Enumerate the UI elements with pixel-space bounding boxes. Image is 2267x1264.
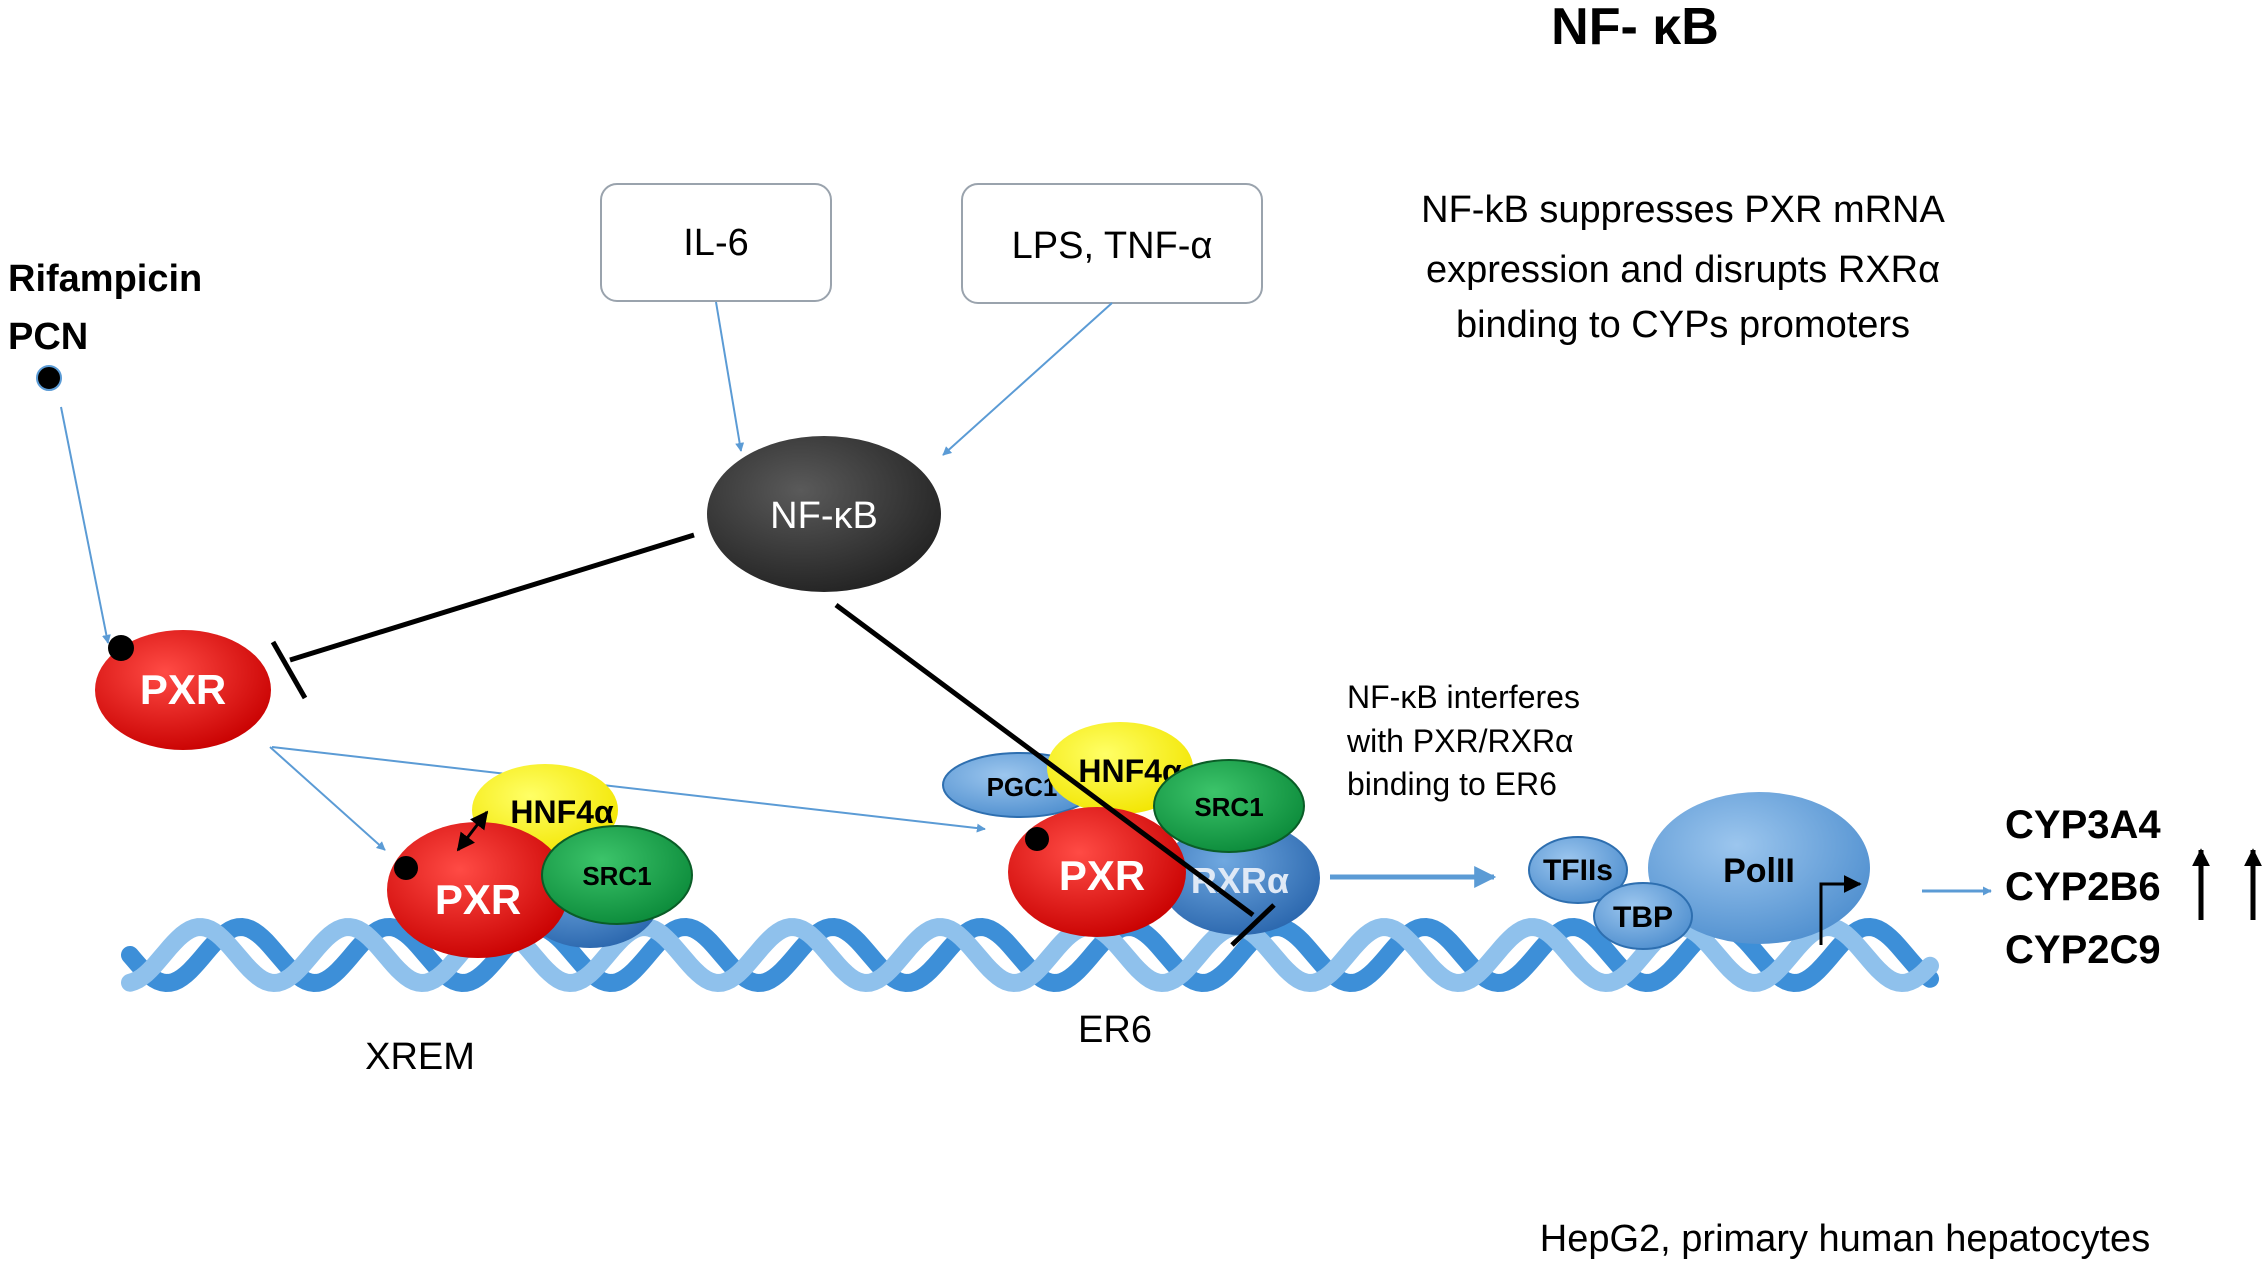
- tfiis: [1528, 836, 1628, 904]
- annotation-suppression-line1: NF-kB suppresses PXR mRNA: [1421, 189, 1945, 231]
- lps-tnf-label: LPS, TNF-α: [1012, 225, 1213, 267]
- tbp: [1593, 882, 1693, 950]
- xrem-pxr-label: PXR: [435, 876, 521, 923]
- il6-box: IL-6: [600, 183, 832, 302]
- annotation-suppression: NF-kB suppresses PXR mRNA expression and…: [1421, 189, 1945, 346]
- pxr-free: PXR: [95, 630, 271, 750]
- annotation-interference-line1: NF-κB interferes: [1347, 679, 1580, 715]
- lps-to-nfkb-arrow: [942, 302, 1113, 456]
- tbp-label: TBP: [1613, 901, 1673, 934]
- xrem-complex: HNF4α PXR SRC1: [387, 764, 693, 958]
- ligand-pcn: PCN: [8, 316, 88, 358]
- lps-tnf-box: LPS, TNF-α: [961, 183, 1263, 304]
- pxr-free-label: PXR: [140, 666, 226, 713]
- nfkb-inhibits-er6: [834, 602, 1276, 947]
- ligand-to-pxr-arrow: [60, 406, 111, 644]
- er6-src1-label: SRC1: [1194, 792, 1263, 822]
- annotation-interference-line3: binding to ER6: [1347, 766, 1557, 802]
- gene-cyp3a4: CYP3A4: [2005, 803, 2161, 847]
- annotation-interference-line2: with PXR/RXRα: [1346, 723, 1574, 759]
- xrem-pxr: [387, 822, 569, 958]
- ligand-rifampicin: Rifampicin: [8, 258, 202, 300]
- er6-src1: [1153, 759, 1305, 853]
- xrem-ligand-dot: [394, 856, 418, 880]
- er6-pxr-label: PXR: [1059, 852, 1145, 899]
- er6-complex: RXRα PGC1 HNF4α PXR SRC1: [942, 722, 1320, 937]
- nfkb-inhibits-pxr: [270, 532, 695, 700]
- nfkb-node: NF-κB: [707, 436, 941, 592]
- target-genes: CYP3A4 CYP2B6 CYP2C9: [2005, 803, 2161, 972]
- xrem-hnf4a-label: HNF4α: [510, 794, 614, 830]
- er6-label: ER6: [1078, 1009, 1152, 1051]
- xrem-label: XREM: [365, 1036, 475, 1078]
- pxr-to-er6-arrow: [271, 746, 986, 833]
- il6-label: IL-6: [683, 222, 748, 264]
- il6-to-nfkb-arrow: [715, 301, 745, 452]
- dna-helix: [121, 917, 1939, 993]
- gene-cyp2b6: CYP2B6: [2005, 865, 2161, 909]
- nfkb-node-label: NF-κB: [770, 495, 878, 537]
- xrem-src1-label: SRC1: [582, 861, 651, 891]
- diagram-title: NF- κB: [1551, 0, 1719, 56]
- annotation-suppression-line3: binding to CYPs promoters: [1456, 304, 1910, 346]
- polii: [1648, 792, 1870, 944]
- annotation-suppression-line2: expression and disrupts RXRα: [1426, 249, 1940, 291]
- pxr-ligand-dot: [108, 635, 134, 661]
- gene-cyp2c9: CYP2C9: [2005, 928, 2161, 972]
- transcription-start-arrow: [1819, 875, 1862, 945]
- transcription-machinery: PolII TFIIs TBP: [1528, 792, 1870, 950]
- cell-models-label: HepG2, primary human hepatocytes: [1540, 1218, 2150, 1260]
- er6-ligand-dot: [1025, 827, 1049, 851]
- er6-pxr: [1008, 807, 1186, 937]
- polii-label: PolII: [1723, 852, 1795, 890]
- xrem-interaction-arrow: [456, 810, 489, 852]
- pxr-to-xrem-arrow: [269, 746, 386, 851]
- xrem-src1: [541, 825, 693, 925]
- tfiis-label: TFIIs: [1543, 854, 1613, 887]
- ligand-label: Rifampicin PCN: [8, 258, 202, 358]
- ligand-dot: [36, 365, 62, 391]
- er6-pgc1-label: PGC1: [987, 772, 1058, 802]
- annotation-interference: NF-κB interferes with PXR/RXRα binding t…: [1346, 679, 1580, 802]
